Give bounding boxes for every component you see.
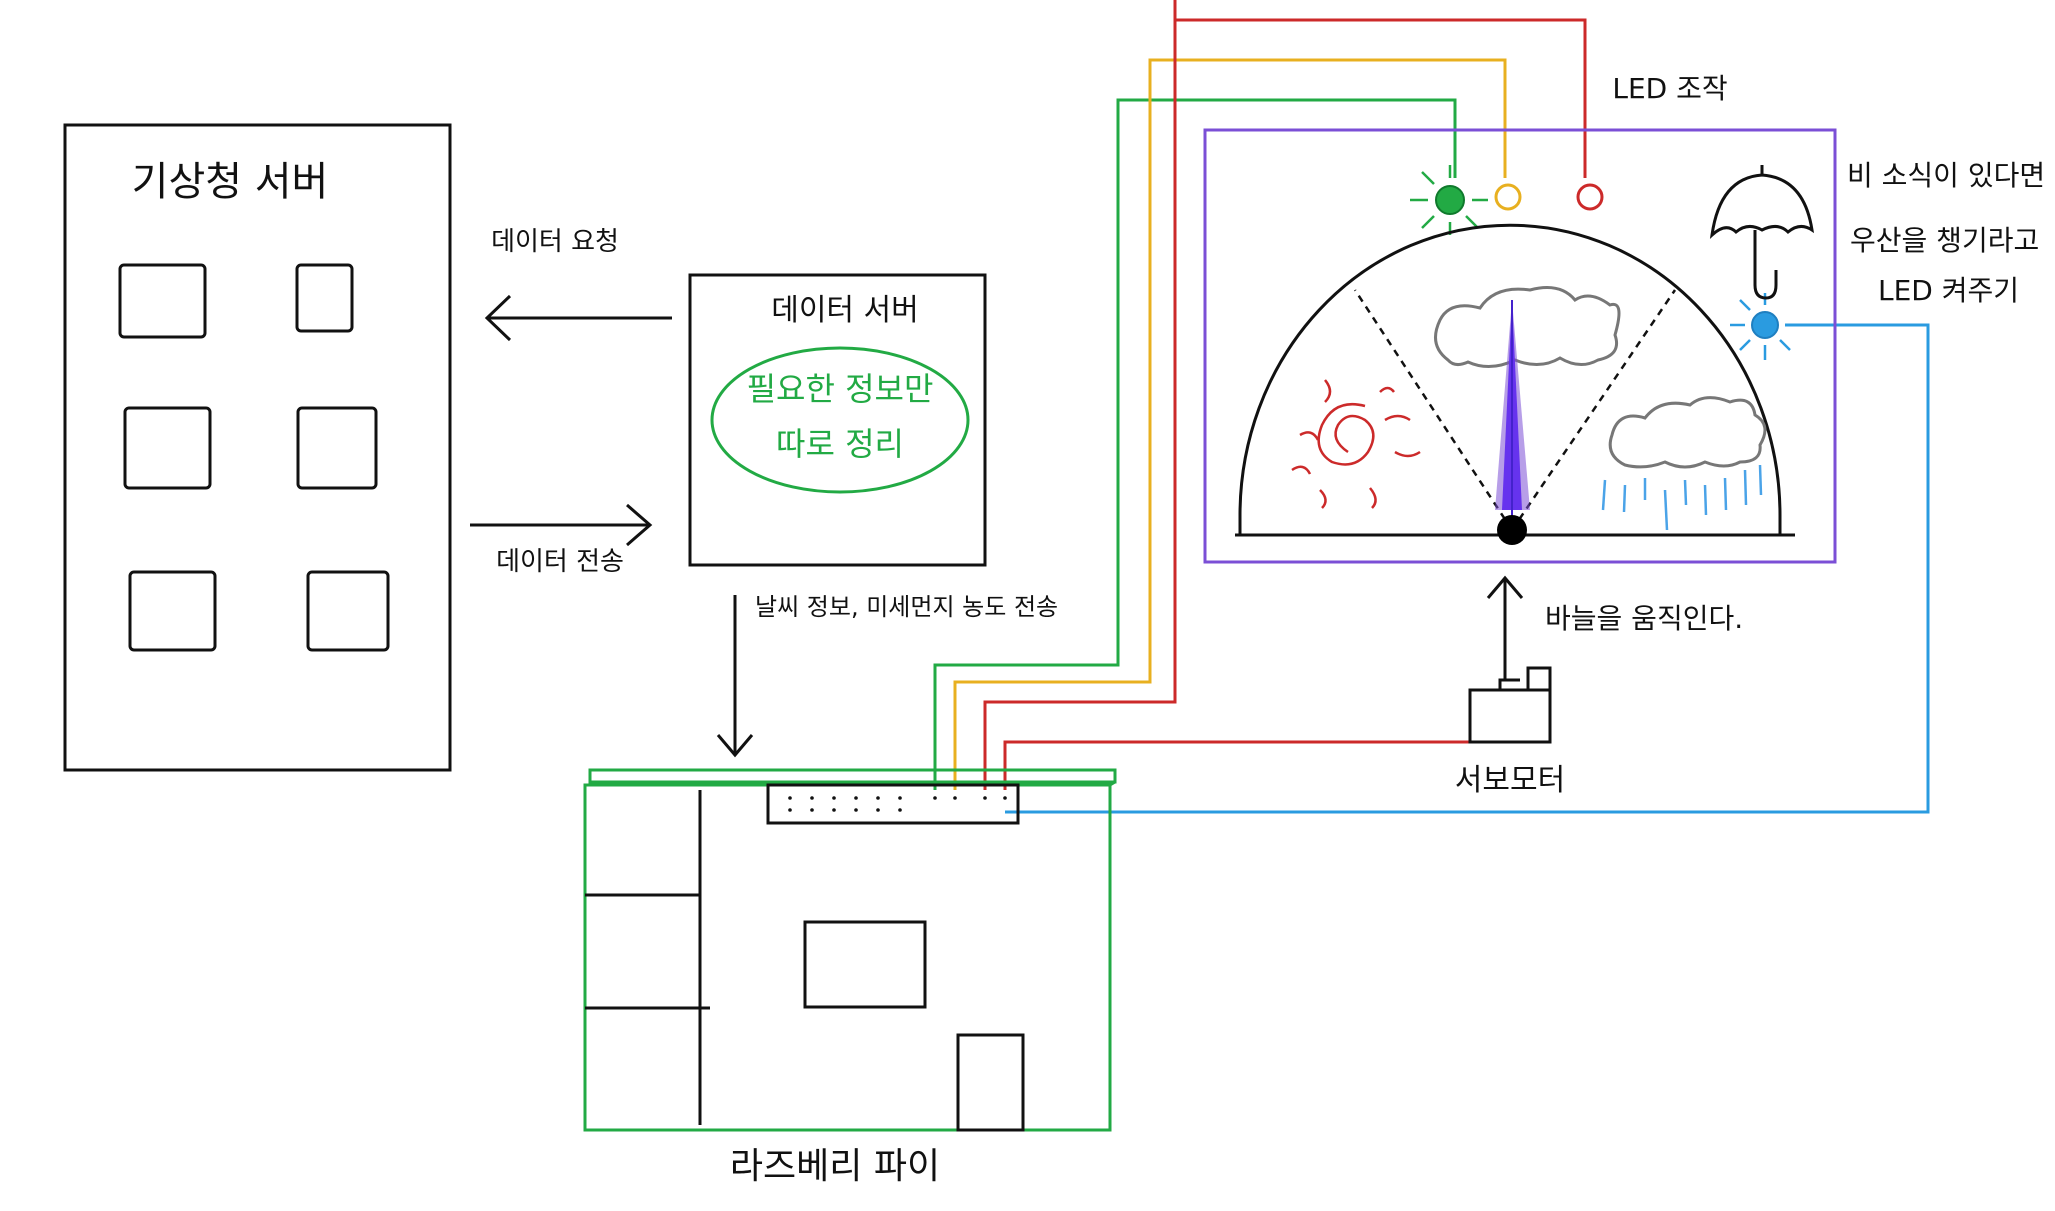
raspberry-pi-label: 라즈베리 파이 — [730, 1146, 940, 1187]
gpio-header — [766, 783, 1020, 825]
server-unit — [306, 570, 390, 652]
sun-icon — [1291, 379, 1421, 509]
led-label: LED 조작 — [1612, 72, 1727, 105]
gpio-pins — [788, 796, 1007, 812]
rain-note-line1: 비 소식이 있다면 — [1847, 159, 2045, 192]
raspberry-pi: 라즈베리 파이 — [583, 768, 1117, 1187]
blue-led — [1730, 293, 1791, 360]
usb-port — [956, 1033, 1025, 1132]
to-pi-label: 날씨 정보, 미세먼지 농도 전송 — [755, 593, 1058, 621]
board-components — [585, 790, 1025, 1132]
dial-divider-right — [1510, 289, 1677, 531]
dial-needle — [1495, 300, 1530, 545]
server-unit — [296, 406, 378, 490]
yellow-led — [1494, 183, 1522, 211]
to-pi-arrow: 날씨 정보, 미세먼지 농도 전송 — [716, 593, 1058, 758]
red-led-wire-top — [1175, 18, 1587, 178]
dial-divider-left — [1353, 289, 1514, 531]
red-led-wire — [983, 0, 1177, 790]
servo-motor: 서보모터 — [1455, 666, 1565, 798]
blue-led-wire — [1005, 323, 1930, 814]
weather-server: 기상청 서버 — [63, 123, 452, 772]
summary-oval — [710, 346, 970, 494]
server-unit — [295, 263, 354, 333]
green-led — [1410, 165, 1488, 235]
weather-gauge-panel: LED 조작 — [1203, 72, 1837, 564]
request-label: 데이터 요청 — [491, 227, 619, 257]
green-led-wire — [933, 98, 1457, 790]
servo-wire — [1003, 740, 1470, 790]
needle-pivot — [1497, 515, 1527, 545]
summary-oval-line2: 따로 정리 — [776, 425, 904, 463]
server-unit — [118, 263, 207, 339]
rain-note-line3: LED 켜주기 — [1878, 274, 2019, 307]
rain-cloud-icon — [1601, 396, 1767, 531]
rain-note: 비 소식이 있다면 우산을 챙기라고 LED 켜주기 — [1847, 159, 2045, 307]
servo-label: 서보모터 — [1455, 763, 1565, 798]
cloud-icon — [1434, 286, 1621, 368]
yellow-led-wire — [953, 58, 1507, 790]
server-unit — [123, 406, 212, 490]
server-units — [118, 263, 390, 652]
send-arrow: 데이터 전송 — [470, 503, 653, 577]
servo-arrow: 바늘을 움직인다. — [1486, 575, 1743, 680]
weather-server-title: 기상청 서버 — [132, 159, 329, 205]
umbrella-icon — [1709, 165, 1815, 300]
needle-label: 바늘을 움직인다. — [1545, 602, 1743, 635]
red-led — [1576, 183, 1604, 211]
data-server-title: 데이터 서버 — [771, 293, 919, 328]
server-unit — [128, 570, 217, 652]
request-arrow: 데이터 요청 — [484, 227, 672, 342]
chip — [803, 920, 927, 1009]
data-server: 데이터 서버 필요한 정보만 따로 정리 — [688, 273, 987, 567]
summary-oval-line1: 필요한 정보만 — [747, 370, 934, 408]
rain-note-line2: 우산을 챙기라고 — [1850, 224, 2039, 257]
signal-wires — [933, 0, 1930, 814]
send-label: 데이터 전송 — [496, 547, 624, 577]
